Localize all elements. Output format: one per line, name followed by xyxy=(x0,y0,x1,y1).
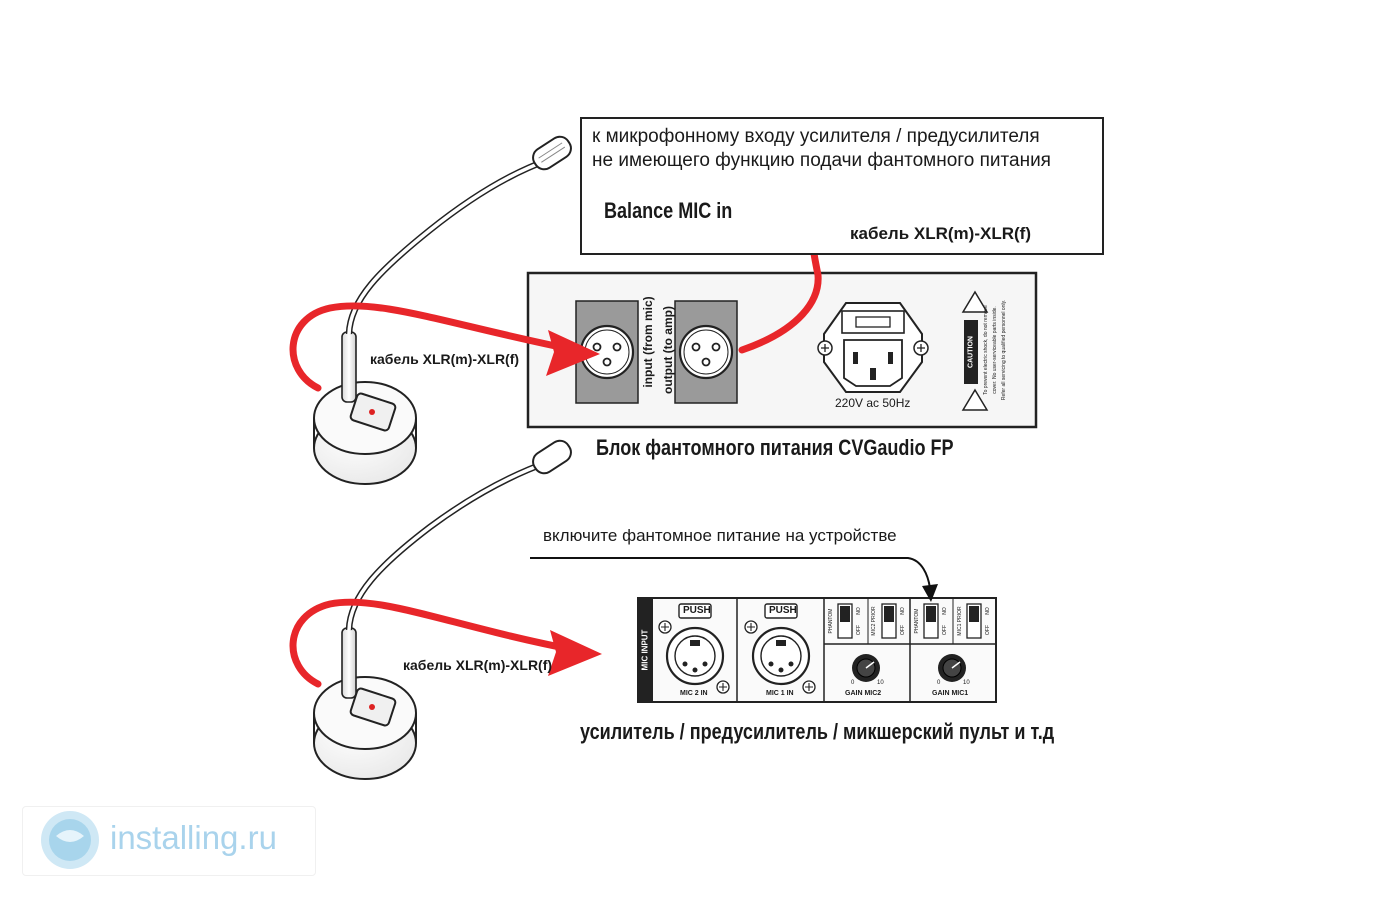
gain-mic2-max: 10 xyxy=(877,680,884,686)
gooseneck-microphone-top xyxy=(313,135,572,485)
gain-mic2-min: 0 xyxy=(851,680,855,686)
off-label-mic1: OFF xyxy=(942,625,948,635)
watermark-text: installing.ru xyxy=(110,819,277,856)
gain-mic1-label: GAIN MIC1 xyxy=(932,690,969,697)
phantom-unit-caption: Блок фантомного питания CVGaudio FP xyxy=(596,435,954,460)
off-label-mic2-prior: OFF xyxy=(900,625,906,635)
mixer-caption: усилитель / предусилитель / микшерский п… xyxy=(580,719,1055,744)
gain-mic2-label: GAIN MIC2 xyxy=(845,690,882,697)
gain-mic2-knob xyxy=(852,654,880,682)
off-label-mic1-prior: OFF xyxy=(985,625,991,635)
gain-mic1-max: 10 xyxy=(963,680,970,686)
gain-mic1-knob xyxy=(938,654,966,682)
mic1-combo-jack xyxy=(744,603,816,694)
warning-line-1: To prevent electric shock, do not remove xyxy=(983,305,989,395)
balance-mic-label: Balance MIC in xyxy=(604,198,733,223)
cable-label-top-right: кабель XLR(m)-XLR(f) xyxy=(850,224,1031,243)
mic2-combo-jack xyxy=(658,603,730,694)
no-label-mic1: NO xyxy=(942,607,948,615)
mic2-prior-label: MIC2 PRIOR xyxy=(871,606,877,636)
arrow-mic-to-input xyxy=(289,302,579,392)
instruction-pointer xyxy=(530,557,938,602)
mic-input-strip xyxy=(638,598,653,702)
prior-switch-mic2 xyxy=(881,603,897,639)
amplifier-input-box xyxy=(580,117,1104,255)
output-jack-label: output (to amp) xyxy=(661,306,675,394)
no-label-mic1-prior: NO xyxy=(985,607,991,615)
mic2-in-label: MIC 2 IN xyxy=(680,690,708,697)
warning-line-2: cover. No user-serviceable parts inside. xyxy=(992,306,998,394)
amplifier-note-line1: к микрофонному входу усилителя / предуси… xyxy=(592,126,1040,147)
arrow-mic-to-mixer xyxy=(289,598,579,688)
warning-line-3: Refer all servicing to qualified personn… xyxy=(1001,299,1007,401)
input-jack-label: input (from mic) xyxy=(641,296,655,388)
caution-title: CAUTION xyxy=(967,336,975,368)
no-label-mic2: NO xyxy=(856,607,862,615)
caution-panel xyxy=(961,290,989,411)
phantom-switch-mic1 xyxy=(923,603,939,639)
phantom-switch-mic2 xyxy=(837,603,853,639)
watermark xyxy=(22,806,316,876)
mic-input-label: MIC INPUT xyxy=(640,629,650,671)
prior-switch-mic1 xyxy=(966,603,982,639)
mic1-in-label: MIC 1 IN xyxy=(766,690,794,697)
phantom-label-mic1: PHANTOM xyxy=(914,608,920,634)
cable-label-bottom: кабель XLR(m)-XLR(f) xyxy=(403,657,553,673)
no-label-mic2-prior: NO xyxy=(900,607,906,615)
amplifier-note-line2: не имеющего функцию подачи фантомного пи… xyxy=(592,150,1051,171)
mic-capsule xyxy=(532,439,572,475)
phantom-label-mic2: PHANTOM xyxy=(828,608,834,634)
power-inlet xyxy=(817,302,929,393)
mixer-panel xyxy=(637,597,997,703)
installing-logo-icon xyxy=(41,811,99,869)
power-rating-label: 220V ac 50Hz xyxy=(835,396,911,410)
gooseneck-microphone-bottom xyxy=(313,439,572,780)
push-label-mic1: PUSH xyxy=(769,605,797,616)
cable-label-top-left: кабель XLR(m)-XLR(f) xyxy=(370,351,520,367)
push-label-mic2: PUSH xyxy=(683,605,711,616)
mic1-prior-label: MIC1 PRIOR xyxy=(957,606,963,636)
gain-mic1-min: 0 xyxy=(937,680,941,686)
off-label-mic2: OFF xyxy=(856,625,862,635)
phantom-instruction: включите фантомное питание на устройстве xyxy=(543,526,897,545)
phantom-power-unit xyxy=(526,271,1038,429)
